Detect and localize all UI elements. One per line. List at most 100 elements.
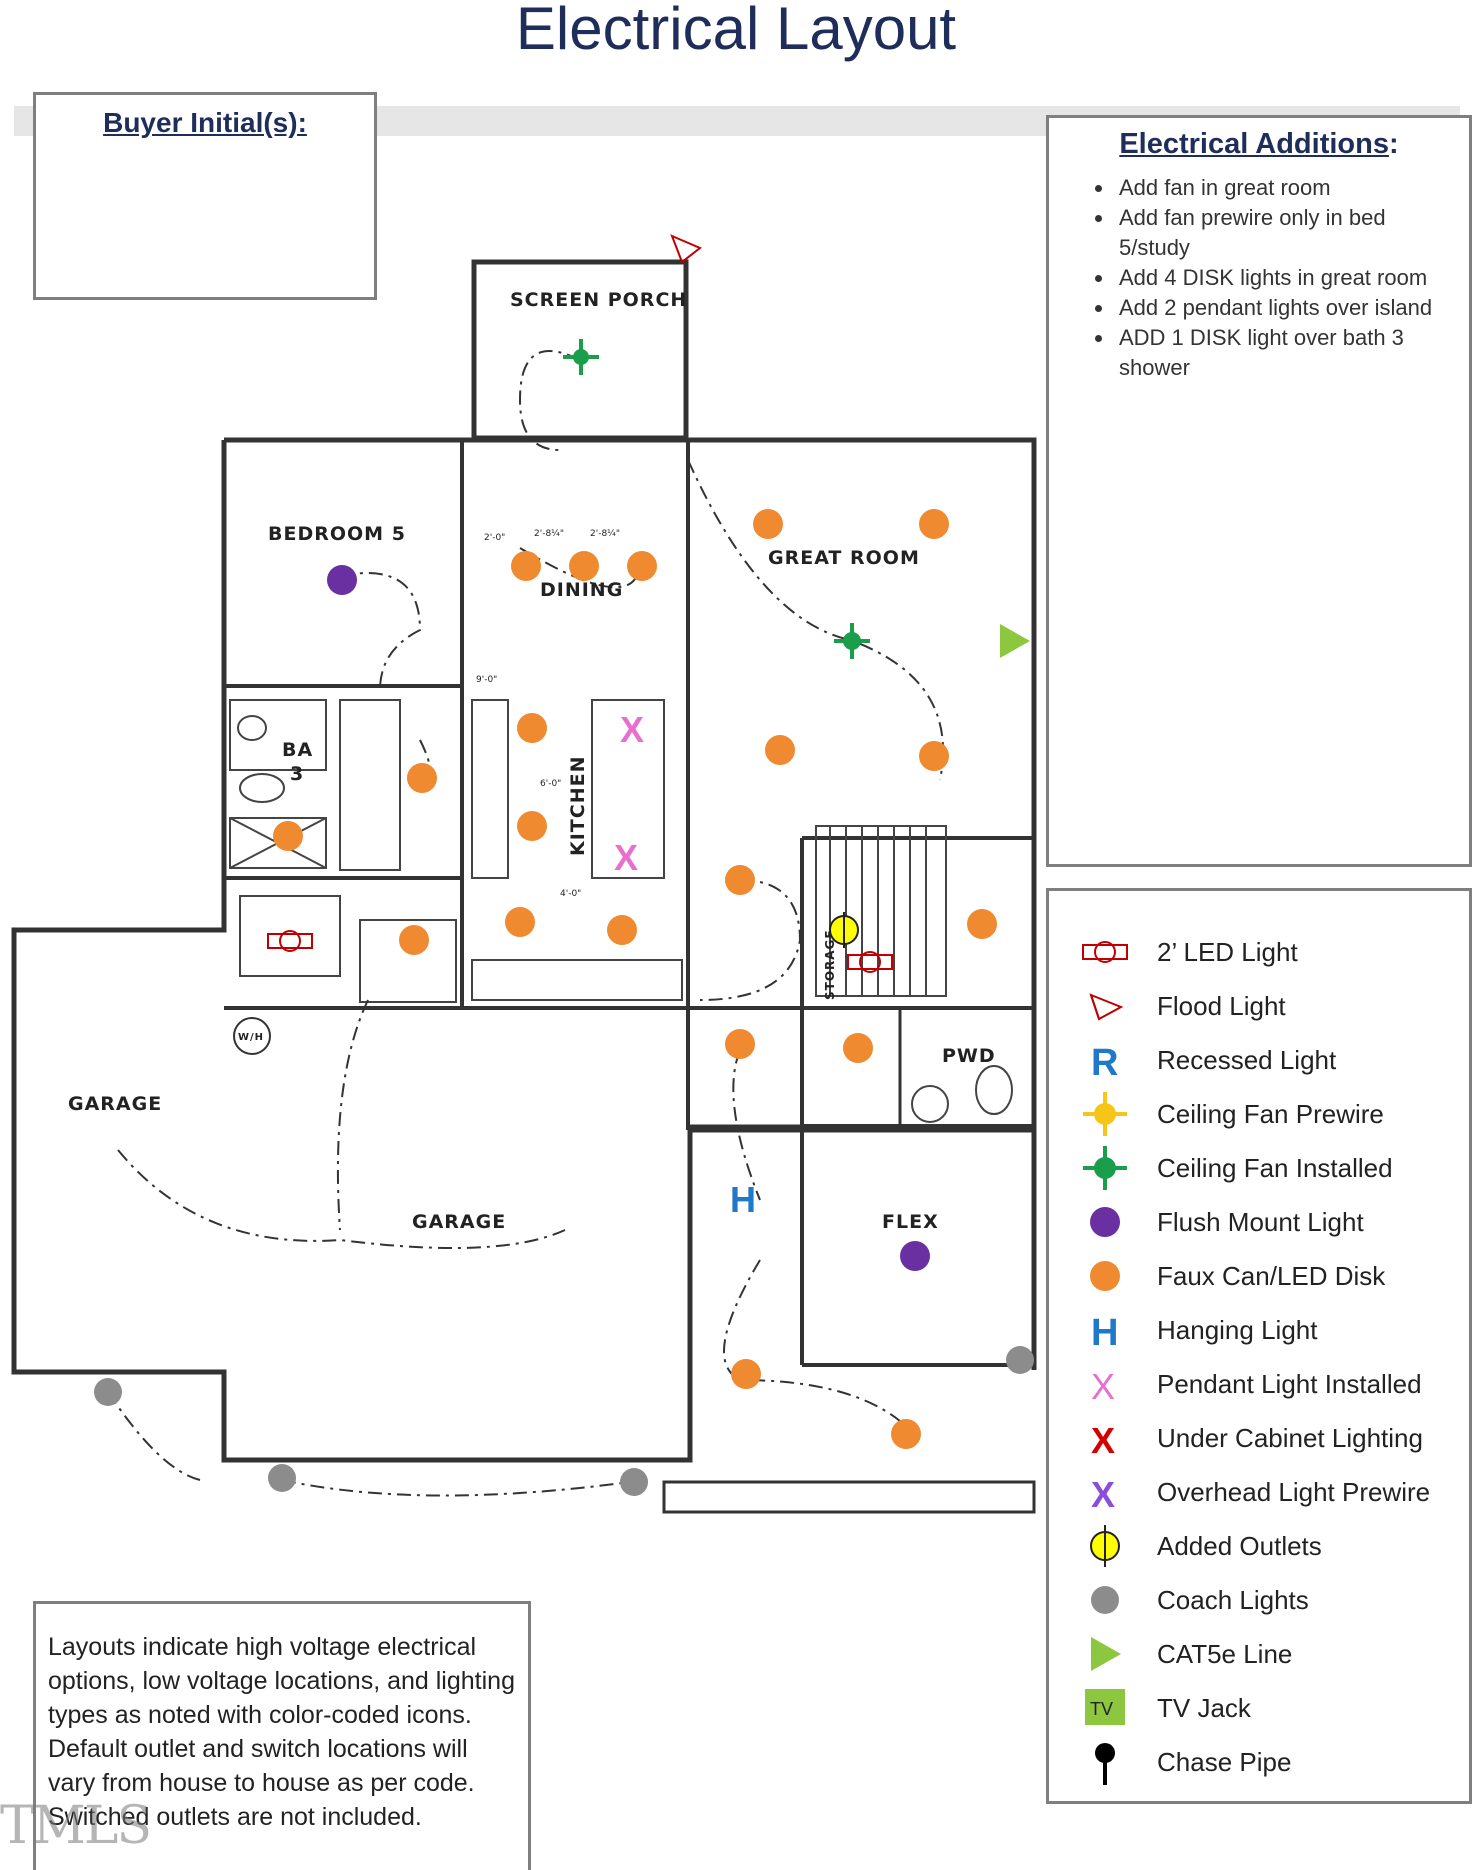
- legend-label: Pendant Light Installed: [1157, 1369, 1422, 1399]
- legend-row: Flood Light: [1049, 981, 1469, 1031]
- buyer-initials-box[interactable]: Buyer Initial(s):: [33, 92, 377, 300]
- legend-label: Ceiling Fan Installed: [1157, 1153, 1393, 1183]
- faux-can-group: [273, 509, 997, 1449]
- faux-can-led-disk-icon: [399, 925, 429, 955]
- legend-row: Chase Pipe: [1049, 1737, 1469, 1787]
- coach-light-icon: [1091, 1586, 1119, 1614]
- ceiling-fan-installed-icon: [1083, 1146, 1127, 1190]
- legend-row: CAT5e Line: [1049, 1629, 1469, 1679]
- coach-light-icon: [620, 1468, 648, 1496]
- svg-text:H: H: [1091, 1312, 1118, 1354]
- flood-light-icon: [1089, 993, 1124, 1021]
- ceiling-fan-installed-icon: [563, 339, 599, 375]
- room-label-kitchen: KITCHEN: [567, 756, 589, 856]
- legend-label: Flush Mount Light: [1157, 1207, 1364, 1237]
- chase-pipe-icon: [1095, 1743, 1115, 1785]
- coach-light-icon: [1006, 1346, 1034, 1374]
- dim-1: 2'-0": [484, 533, 505, 543]
- legend-label: Under Cabinet Lighting: [1157, 1423, 1423, 1453]
- legend-row: X Under Cabinet Lighting: [1049, 1413, 1469, 1463]
- note-box: Layouts indicate high voltage electrical…: [33, 1601, 531, 1870]
- ceiling-fan-installed-icon: [834, 623, 870, 659]
- legend-row: 2’ LED Light: [1049, 927, 1469, 977]
- legend-label: Chase Pipe: [1157, 1747, 1292, 1777]
- room-label-flex: FLEX: [882, 1211, 939, 1233]
- legend-label: Ceiling Fan Prewire: [1157, 1099, 1384, 1129]
- legend-row: Faux Can/LED Disk: [1049, 1251, 1469, 1301]
- electrical-additions-list: Add fan in great room Add fan prewire on…: [1049, 173, 1469, 383]
- legend-row: Coach Lights: [1049, 1575, 1469, 1625]
- legend-row: Added Outlets: [1049, 1521, 1469, 1571]
- faux-can-led-disk-icon: [273, 821, 303, 851]
- faux-can-led-disk-icon: [517, 713, 547, 743]
- room-label-bedroom5: BEDROOM 5: [268, 523, 406, 545]
- main-wall-east: [224, 437, 1037, 1370]
- list-item: Add fan prewire only in bed 5/study: [1115, 203, 1459, 263]
- faux-can-led-disk-icon: [891, 1419, 921, 1449]
- faux-can-led-disk-icon: [765, 735, 795, 765]
- faux-can-led-disk-icon: [569, 551, 599, 581]
- dim-4: 9'-0": [476, 675, 497, 685]
- added-outlet-icon: [1090, 1525, 1120, 1567]
- svg-text:R: R: [1091, 1042, 1118, 1084]
- faux-can-led-disk-icon: [511, 551, 541, 581]
- under-cabinet-icon: X: [1091, 1420, 1115, 1461]
- coach-light-icon: [268, 1464, 296, 1492]
- svg-text:X: X: [1091, 1420, 1115, 1461]
- dim-2: 2'-8¼": [534, 529, 564, 539]
- led-2ft-icon: [1082, 941, 1128, 963]
- flush-mount-light-icon: [900, 1241, 930, 1271]
- hanging-light-icon: H: [1091, 1312, 1118, 1354]
- legend-label: Overhead Light Prewire: [1157, 1477, 1431, 1507]
- room-label-dining: DINING: [540, 579, 623, 601]
- pendant-light-icon: X: [1091, 1366, 1115, 1407]
- dim-3: 2'-8¼": [590, 529, 620, 539]
- faux-can-led-disk-icon: [753, 509, 783, 539]
- room-label-great-room: GREAT ROOM: [768, 547, 920, 569]
- floor-plan: SCREEN PORCH BEDROOM 5 DINING GREAT ROOM…: [11, 234, 1037, 1514]
- legend-row: Ceiling Fan Installed: [1049, 1143, 1469, 1193]
- legend-label: Hanging Light: [1157, 1315, 1318, 1345]
- svg-text:X: X: [1091, 1366, 1115, 1407]
- overhead-prewire-icon: X: [1091, 1474, 1115, 1515]
- dim-6: 4'-0": [560, 889, 581, 899]
- cat5e-icon: [1000, 624, 1030, 658]
- coach-light-icon: [94, 1378, 122, 1406]
- legend-label: Faux Can/LED Disk: [1157, 1261, 1386, 1291]
- faux-can-led-disk-icon: [967, 909, 997, 939]
- led-2ft-icon: [267, 930, 313, 952]
- faux-can-led-disk-icon: [607, 915, 637, 945]
- list-item: Add 2 pendant lights over island: [1115, 293, 1459, 323]
- list-item: Add fan in great room: [1115, 173, 1459, 203]
- room-label-wh: W/H: [238, 1032, 264, 1043]
- electrical-additions-box: Electrical Additions: Add fan in great r…: [1046, 115, 1472, 867]
- legend-row: Flush Mount Light: [1049, 1197, 1469, 1247]
- faux-can-led-disk-icon: [725, 865, 755, 895]
- legend-label: CAT5e Line: [1157, 1639, 1293, 1669]
- ceiling-fan-prewire-icon: [1083, 1092, 1127, 1136]
- main-wall-outline: [11, 440, 1034, 1463]
- hanging-light-icon: H: [730, 1179, 756, 1220]
- faux-can-led-disk-icon: [1090, 1261, 1120, 1291]
- faux-can-led-disk-icon: [517, 811, 547, 841]
- faux-can-led-disk-icon: [731, 1359, 761, 1389]
- flush-mount-light-icon: [327, 565, 357, 595]
- legend-label: Flood Light: [1157, 991, 1286, 1021]
- cat5e-icon: [1091, 1637, 1121, 1671]
- dim-5: 6'-0": [540, 779, 561, 789]
- flood-light-icon: [670, 234, 702, 264]
- faux-can-led-disk-icon: [919, 741, 949, 771]
- room-label-screen-porch: SCREEN PORCH: [510, 289, 687, 311]
- faux-can-led-disk-icon: [505, 907, 535, 937]
- buyer-initials-label: Buyer Initial(s):: [103, 107, 307, 138]
- legend-label: 2’ LED Light: [1157, 937, 1298, 967]
- legend-label: TV Jack: [1157, 1693, 1251, 1723]
- page-title: Electrical Layout: [515, 0, 957, 62]
- legend-row: H Hanging Light: [1049, 1305, 1469, 1355]
- svg-text:TV: TV: [1090, 1699, 1113, 1719]
- faux-can-led-disk-icon: [725, 1029, 755, 1059]
- room-label-storage: STORAGE: [823, 929, 837, 1000]
- list-item: ADD 1 DISK light over bath 3 shower: [1115, 323, 1459, 383]
- faux-can-led-disk-icon: [919, 509, 949, 539]
- room-label-garage-main: GARAGE: [412, 1211, 506, 1233]
